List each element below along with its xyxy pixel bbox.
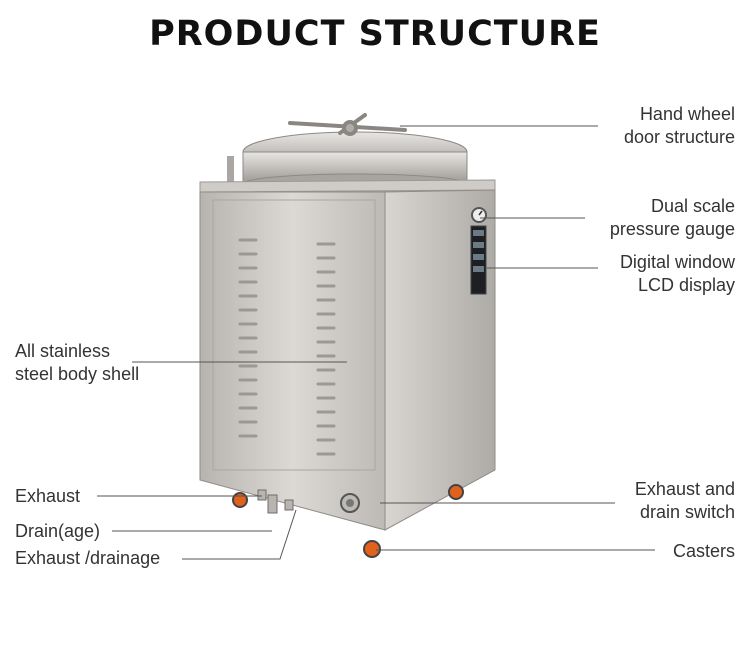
label-drainage: Drain(age) (15, 521, 101, 541)
label-casters: Casters (672, 541, 735, 561)
drain-switch-knob-icon (340, 493, 360, 513)
hand-wheel-icon (288, 113, 407, 136)
label-exhaust-drain-switch-line1: Exhaust and (634, 479, 735, 499)
label-pressure-gauge-line1: Dual scale (650, 196, 735, 216)
cabinet-body (199, 179, 496, 531)
label-pressure-gauge-line2: pressure gauge (609, 219, 735, 239)
label-body-shell: All stainless steel body shell (15, 340, 139, 386)
label-exhaust-drainage: Exhaust /drainage (15, 548, 161, 568)
label-hand-wheel: Hand wheel door structure (560, 103, 735, 149)
vent-slots (238, 238, 336, 456)
label-lcd-display-line2: LCD display (637, 275, 735, 295)
leader-lines (97, 125, 655, 560)
label-hand-wheel-line1: Hand wheel (639, 104, 735, 124)
label-pressure-gauge: Dual scale pressure gauge (560, 195, 735, 241)
exhaust-valves-icon (257, 489, 294, 514)
label-body-shell-line1: All stainless (15, 341, 111, 361)
label-exhaust: Exhaust (15, 486, 81, 506)
label-body-shell-line2: steel body shell (15, 364, 140, 384)
pressure-gauge-icon (471, 207, 487, 223)
label-exhaust-drain-switch-line2: drain switch (639, 502, 735, 522)
label-lcd-display: Digital window LCD display (560, 251, 735, 297)
label-hand-wheel-line2: door structure (623, 127, 735, 147)
label-exhaust-drain-switch: Exhaust and drain switch (560, 478, 735, 524)
page-title: PRODUCT STRUCTURE (149, 14, 601, 54)
lcd-display-panel (470, 225, 487, 295)
safety-valve-icon (227, 156, 234, 186)
label-lcd-display-line1: Digital window (619, 252, 735, 272)
